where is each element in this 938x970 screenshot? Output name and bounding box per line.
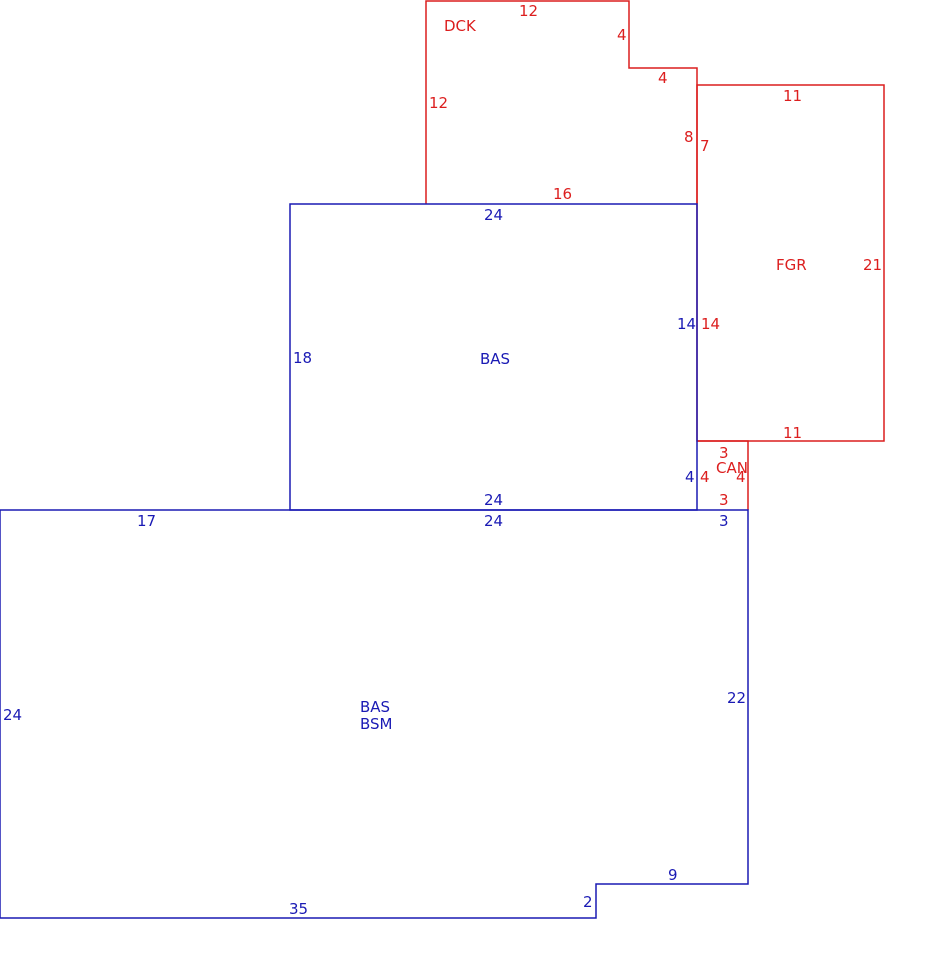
dim-fgr-bottom: 11 bbox=[783, 424, 802, 442]
dim-fgr-left: 7 bbox=[700, 137, 710, 155]
dim-lower-top-right: 3 bbox=[719, 512, 729, 530]
dim-can-top: 3 bbox=[719, 444, 729, 462]
bas-upper-area-label: BAS bbox=[480, 350, 510, 368]
dim-lower-left: 24 bbox=[3, 706, 22, 724]
dim-fgr-right: 21 bbox=[863, 256, 882, 274]
fgr-area-label: FGR bbox=[776, 256, 807, 274]
dim-bas-bottom: 24 bbox=[484, 491, 503, 509]
bas-lower-outline bbox=[0, 509, 749, 919]
dim-lower-top-left: 17 bbox=[137, 512, 156, 530]
dim-lower-bottom: 35 bbox=[289, 900, 308, 918]
dim-can-bottom: 3 bbox=[719, 491, 729, 509]
dim-lower-step-side: 2 bbox=[583, 893, 593, 911]
dim-bas-right: 14 bbox=[677, 315, 696, 333]
dim-can-left: 4 bbox=[700, 468, 710, 486]
dim-dck-right-lower: 8 bbox=[684, 128, 694, 146]
bas-lower-area-label: BAS bbox=[360, 698, 390, 716]
dim-lower-top-mid: 24 bbox=[484, 512, 503, 530]
dim-can-right: 4 bbox=[736, 468, 746, 486]
dim-dck-left: 12 bbox=[429, 94, 448, 112]
dim-dck-right-upper: 4 bbox=[617, 26, 627, 44]
dim-bas-step-left: 4 bbox=[685, 468, 695, 486]
dck-area-label: DCK bbox=[444, 17, 477, 35]
dim-dck-bottom: 16 bbox=[553, 185, 572, 203]
dim-dck-step: 4 bbox=[658, 69, 668, 87]
dim-bas-left: 18 bbox=[293, 349, 312, 367]
dim-fgr-top: 11 bbox=[783, 87, 802, 105]
can-area-label: CAN bbox=[716, 459, 748, 477]
bsm-area-label: BSM bbox=[360, 715, 393, 733]
dim-dck-top: 12 bbox=[519, 2, 538, 20]
can-outline bbox=[697, 440, 749, 510]
dim-lower-right: 22 bbox=[727, 689, 746, 707]
dim-lower-step-top: 9 bbox=[668, 866, 678, 884]
dim-fgr-mid: 14 bbox=[701, 315, 720, 333]
dim-bas-top: 24 bbox=[484, 206, 503, 224]
